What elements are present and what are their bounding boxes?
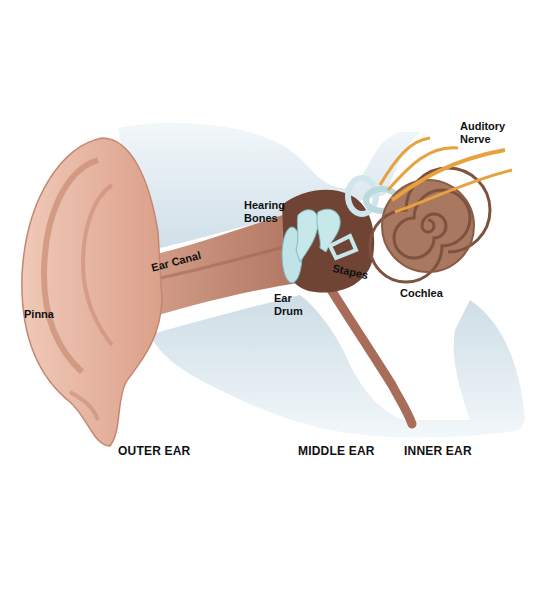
region-label: INNER EAR: [404, 445, 472, 458]
middle-ear-cavity: [282, 190, 374, 293]
region-label: MIDDLE EAR: [298, 445, 375, 458]
stapes-bone: [330, 236, 356, 258]
part-label: Cochlea: [400, 287, 443, 300]
eustachian-tube: [330, 288, 412, 424]
cochlea-outline: [382, 180, 474, 272]
earlobe-fold: [70, 392, 98, 420]
nerve-fiber: [380, 138, 430, 185]
pinna-shape: [22, 138, 162, 446]
part-label: Hearing Bones: [244, 199, 298, 225]
part-label: Ear Drum: [274, 292, 314, 318]
part-label: Pinna: [24, 308, 54, 321]
temporal-bone-lower: [150, 295, 525, 438]
cochlea-spiral: [370, 168, 490, 282]
pinna-fold: [44, 160, 98, 372]
nerve-fiber: [395, 170, 512, 212]
pinna-fold: [83, 185, 112, 345]
nerve-fiber: [388, 148, 458, 190]
malleus-bone: [296, 210, 318, 262]
part-label: Auditory Nerve: [460, 120, 518, 146]
region-label: OUTER EAR: [118, 445, 190, 458]
